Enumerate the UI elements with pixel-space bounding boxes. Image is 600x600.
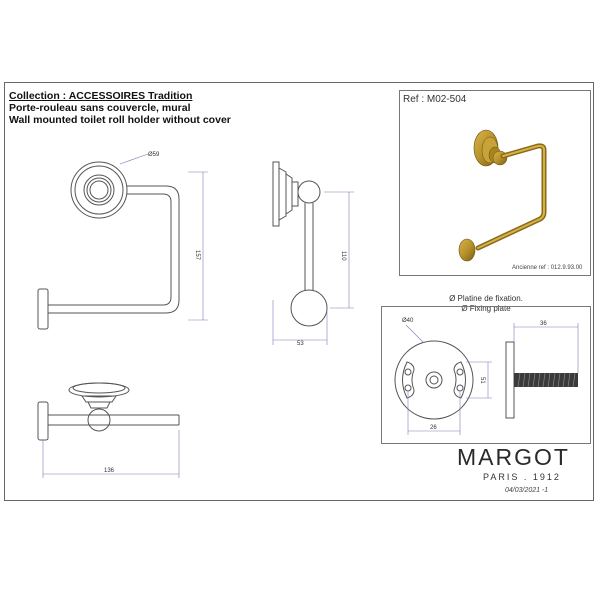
collection-title: Collection : ACCESSOIRES Tradition (9, 90, 193, 102)
plate-center-boss (425, 371, 443, 389)
side-rosette-step2 (285, 173, 293, 215)
front-rosette-core (89, 180, 109, 200)
product-name-fr: Porte-rouleau sans couvercle, mural (9, 102, 191, 114)
plate-side-profile (505, 341, 515, 419)
side-width-label: 53 (297, 341, 304, 347)
render-end-disc (458, 238, 476, 262)
plate-diameter-leader (405, 324, 425, 344)
side-top-ball (297, 180, 321, 204)
plate-width-label: 26 (430, 425, 437, 431)
plate-slot-right (453, 361, 466, 399)
top-width-label: 136 (104, 468, 115, 474)
front-arm-inner (48, 193, 172, 306)
drawing-frame (4, 82, 594, 501)
plate-hole-right-bottom (456, 384, 464, 392)
side-view: 110 53 (272, 161, 354, 347)
front-end-disc (37, 288, 49, 330)
side-end-disc (290, 289, 328, 327)
screw-length-label: 36 (540, 321, 547, 327)
top-rosette-step2 (87, 401, 111, 409)
reference-render-box (399, 90, 591, 276)
side-rosette-neck (291, 181, 299, 207)
render-arm-highlight (477, 144, 545, 249)
fixing-plate-title: Ø Platine de fixation. Ø Fixing plate (381, 294, 591, 314)
fixing-plate-box (381, 306, 591, 444)
fixing-plate-view: Ø40 26 51 36 (394, 318, 579, 435)
fixing-plate-title-en: Ø Fixing plate (461, 304, 511, 313)
fixing-plate-title-fr: Ø Platine de fixation. (449, 294, 523, 303)
plate-hole-right-top (456, 368, 464, 376)
front-diameter-leader (119, 153, 149, 165)
product-render (458, 129, 547, 262)
side-wall-plate (272, 161, 280, 227)
plate-disc (394, 340, 474, 420)
front-rosette-inner (83, 174, 115, 206)
reference-label: Ref : M02-504 (403, 94, 467, 105)
front-rosette-ring (74, 165, 124, 215)
drawing-date: 04/03/2021 -1 (505, 487, 549, 494)
plate-height-label: 51 (479, 377, 485, 384)
front-diameter-label: Ø59 (148, 152, 160, 158)
top-view: 136 (37, 382, 180, 478)
front-arm-outer (48, 185, 180, 314)
front-height-label: 157 (194, 250, 200, 261)
front-view: Ø59 157 (37, 152, 208, 330)
plate-hole-left-top (404, 368, 412, 376)
screw-threads (517, 372, 576, 388)
side-rosette-step1 (278, 167, 287, 221)
top-rosette-step1 (81, 395, 117, 403)
brand-logo: MARGOT (457, 444, 570, 470)
product-name-en: Wall mounted toilet roll holder without … (9, 114, 231, 126)
fixing-screw (514, 373, 578, 387)
top-rosette-dish-inner (72, 382, 126, 394)
brand-city: PARIS . 1912 (483, 472, 561, 482)
plate-center-hole (429, 375, 439, 385)
side-height-label: 110 (340, 251, 346, 261)
front-rosette-center (86, 177, 112, 203)
plate-slot-left (402, 361, 415, 399)
front-rosette-outer (70, 161, 128, 219)
top-end-disc (37, 401, 49, 441)
top-center-ball (87, 408, 111, 432)
plate-hole-left-bottom (404, 384, 412, 392)
old-reference-label: Ancienne ref : 012.9.93.00 (512, 265, 583, 271)
plate-diameter-label: Ø40 (402, 318, 414, 324)
